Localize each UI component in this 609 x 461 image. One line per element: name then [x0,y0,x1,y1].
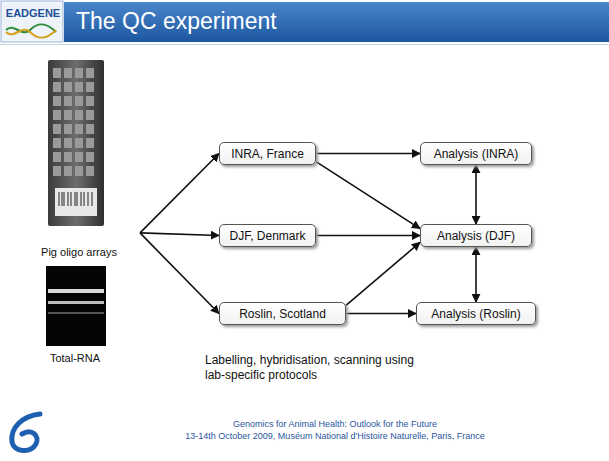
box-label: DJF, Denmark [229,229,305,243]
barcode-label [55,188,97,216]
note: Total-RNA [30,351,120,365]
footer-note: 13-14th October 2009, Muséum National d'… [120,430,550,442]
flow-arrow [140,233,219,236]
flow-arrow [316,153,420,155]
dna-logo [6,30,56,38]
flow-arrow [140,154,219,233]
lab-box: Analysis (DJF) [420,224,532,247]
logo-panel [1,1,63,42]
lab-box: Roslin, Scotland [219,302,346,325]
box-label: Analysis (Roslin) [431,307,520,321]
image-caption: Pig oligo arrays [18,246,140,258]
header-rule [0,44,609,45]
lab-box: Analysis (INRA) [420,142,532,165]
lab-box: DJF, Denmark [219,224,316,247]
gel-band [48,312,104,314]
footer-note: Genomics for Animal Health: Outlook for … [120,418,550,430]
flow-arrow [140,233,219,314]
gel-band [48,301,104,304]
flow-arrow [475,165,477,224]
image-node: Pig oligo arrays [18,56,140,261]
flow-arrow [316,162,420,229]
note: Labelling, hybridisation, scanning using… [205,353,417,383]
barcode [59,192,92,206]
dna-logo [6,24,56,32]
box-label: Analysis (INRA) [434,147,519,161]
box-label: Roslin, Scotland [239,307,326,321]
box-label: INRA, France [231,147,304,161]
lab-box: INRA, France [219,142,316,165]
lab-box: Analysis (Roslin) [416,302,536,325]
flow-arrow [346,242,420,305]
slide-title: The QC experiment [76,8,277,35]
title-bar [64,2,609,42]
flow-arrow [316,235,420,237]
logo-text: EADGENE [4,6,62,20]
box-label: Analysis (DJF) [437,229,515,243]
array-slide [48,60,104,226]
array-spots [53,68,94,176]
gel-band [48,289,104,293]
flow-arrow [475,247,477,302]
gel-image [46,266,106,346]
fp6-logo [12,414,40,451]
flow-arrow [346,313,416,315]
